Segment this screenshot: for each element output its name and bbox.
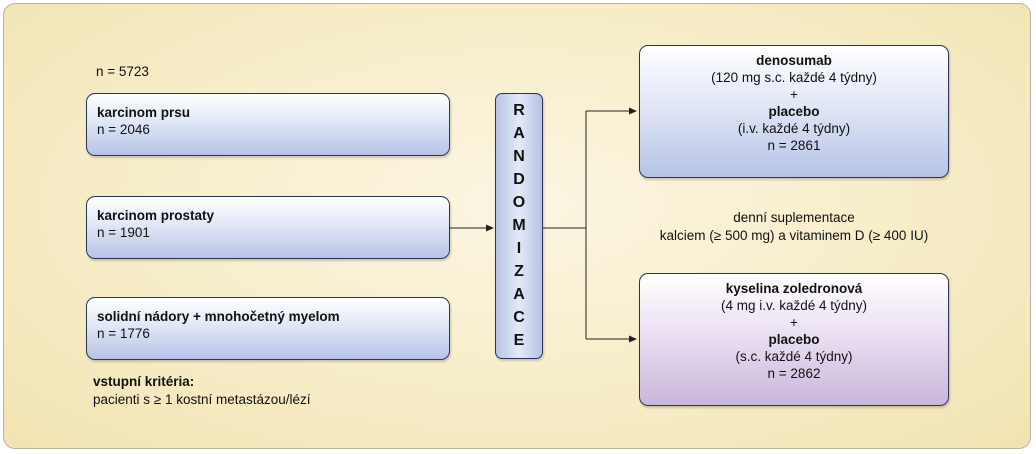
arm-placebo-dose: (i.v. každé 4 týdny) [737, 121, 851, 136]
group-label: karcinom prsu [97, 105, 191, 120]
randomization-letter: M [512, 217, 526, 234]
randomization-letter: C [513, 309, 525, 326]
randomization-letter: E [513, 332, 525, 349]
group-count: n = 1776 [97, 326, 150, 341]
randomization-letter: N [513, 148, 525, 165]
total-count: n = 5723 [96, 64, 149, 79]
randomization-box: R A N D O M I Z A C E [495, 93, 543, 359]
arm-count: n = 2862 [767, 366, 821, 381]
randomization-letter: I [516, 240, 522, 257]
arm-placebo: placebo [768, 332, 820, 347]
randomization-letter: Z [514, 263, 524, 280]
arm-box-denosumab: denosumab (120 mg s.c. každé 4 týdny) + … [639, 45, 949, 178]
supplement-line-1: denní suplementace [733, 210, 855, 225]
arm-box-kyselina-zoledronova: kyselina zoledronová (4 mg i.v. každé 4 … [639, 273, 949, 406]
criteria-text: pacienti s ≥ 1 kostní metastázou/lézí [93, 392, 311, 407]
group-box-solidni-nadory: solidní nádory + mnohočetný myelom n = 1… [86, 297, 450, 360]
randomization-letter: A [513, 286, 525, 303]
arm-placebo-dose: (s.c. každé 4 týdny) [735, 349, 853, 364]
group-box-karcinom-prostaty: karcinom prostaty n = 1901 [86, 196, 450, 259]
randomization-letter: A [513, 125, 525, 142]
randomization-letter: D [513, 171, 525, 188]
group-label: solidní nádory + mnohočetný myelom [97, 309, 340, 324]
group-count: n = 2046 [97, 122, 150, 137]
arm-count: n = 2861 [767, 138, 821, 153]
arm-placebo: placebo [768, 104, 820, 119]
arm-plus: + [790, 87, 798, 102]
arm-drug: denosumab [756, 53, 832, 68]
arm-plus: + [790, 315, 798, 330]
arm-drug: kyselina zoledronová [725, 281, 863, 296]
group-label: karcinom prostaty [97, 208, 215, 223]
criteria-title: vstupní kritéria: [93, 374, 195, 389]
randomization-letter: R [513, 102, 525, 119]
group-box-karcinom-prsu: karcinom prsu n = 2046 [86, 93, 450, 156]
arm-drug-dose: (4 mg i.v. každé 4 týdny) [720, 298, 868, 313]
arm-drug-dose: (120 mg s.c. každé 4 týdny) [711, 70, 877, 85]
group-count: n = 1901 [97, 225, 150, 240]
supplement-line-2: kalciem (≥ 500 mg) a vitaminem D (≥ 400 … [659, 228, 929, 243]
randomization-letter: O [512, 194, 526, 211]
